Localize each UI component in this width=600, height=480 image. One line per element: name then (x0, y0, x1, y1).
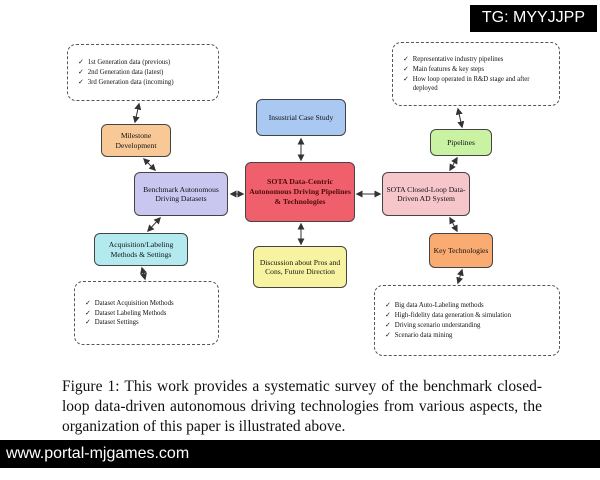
check-icon: ✓ (403, 55, 409, 63)
check-icon: ✓ (85, 309, 91, 317)
arrow-closedloop-keytech (449, 216, 458, 233)
list-item: ✓Main features & key steps (403, 65, 553, 75)
check-icon: ✓ (385, 312, 391, 320)
check-icon: ✓ (78, 78, 84, 86)
arrow-closedloop-pipelines (449, 156, 458, 172)
watermark-site-bar: www.portal-mjgames.com (0, 440, 600, 468)
list-item: ✓Scenario data mining (385, 331, 553, 341)
node-pipelines: Pipelines (430, 129, 492, 156)
check-icon: ✓ (385, 331, 391, 339)
node-milestone-development: Milestone Development (101, 124, 171, 157)
arrow-acquisition-checklist (140, 266, 147, 281)
check-icon: ✓ (78, 69, 84, 77)
list-item-label: High-fidelity data generation & simulati… (394, 312, 511, 320)
arrow-milestone-checklist (132, 102, 142, 124)
list-item: ✓2nd Generation data (latest) (78, 68, 212, 78)
list-item: ✓1st Generation data (previous) (78, 58, 212, 68)
node-center-sota-data-centric: SOTA Data-Centric Autonomous Driving Pip… (245, 162, 355, 222)
list-item: ✓High-fidelity data generation & simulat… (385, 311, 553, 321)
list-item: ✓Representative industry pipelines (403, 55, 553, 65)
list-item-label: 2nd Generation data (latest) (87, 69, 164, 77)
list-item-label: Dataset Acquisition Methods (94, 299, 174, 307)
arrow-keytech-checklist (456, 268, 464, 285)
watermark-tag: TG: MYYJJPP (469, 5, 597, 32)
list-item: ✓How loop operated in R&D stage and afte… (403, 75, 553, 95)
check-icon: ✓ (78, 59, 84, 67)
node-key-technologies: Key Technologies (429, 233, 493, 268)
check-icon: ✓ (403, 75, 409, 83)
check-icon: ✓ (85, 299, 91, 307)
list-item: ✓Big data Auto-Labeling methods (385, 301, 553, 311)
node-closed-loop-system: SOTA Closed-Loop Data-Driven AD System (382, 172, 470, 216)
list-item-label: Driving scenario understanding (394, 322, 481, 329)
checklist-pipelines: ✓Representative industry pipelines ✓Main… (392, 42, 560, 106)
check-icon: ✓ (85, 319, 91, 327)
list-item-label: 1st Generation data (previous) (87, 59, 171, 67)
watermark-site-label: www.portal-mjgames.com (6, 445, 190, 462)
list-item-label: Representative industry pipelines (412, 55, 504, 63)
list-item: ✓Dataset Labeling Methods (85, 309, 212, 319)
figure-caption: Figure 1: This work provides a systemati… (62, 378, 542, 435)
arrow-benchmark-milestone (143, 158, 156, 171)
list-item: ✓Driving scenario understanding (385, 321, 553, 331)
list-item-label: Main features & key steps (412, 65, 485, 73)
node-industrial-case-study: Insustrial Case Study (256, 99, 346, 136)
list-item-label: Scenario data mining (394, 331, 453, 339)
list-item: ✓3rd Generation data (incoming) (78, 78, 212, 88)
list-item: ✓Dataset Settings (85, 318, 212, 328)
node-discussion: Discussion about Pros and Cons, Future D… (253, 246, 347, 288)
check-icon: ✓ (385, 302, 391, 310)
check-icon: ✓ (403, 65, 409, 73)
list-item-label: Dataset Settings (94, 319, 139, 327)
node-acquisition-labeling: Acquisition/Labeling Methods & Settings (94, 233, 188, 266)
node-benchmark-datasets: Benchmark Autonomous Driving Datasets (134, 172, 228, 216)
arrow-pipelines-checklist (455, 107, 465, 129)
arrow-benchmark-acquisition (147, 216, 161, 233)
list-item-label: Big data Auto-Labeling methods (394, 302, 484, 310)
list-item-label: How loop operated in R&D stage and after… (412, 75, 530, 93)
list-item-label: Dataset Labeling Methods (94, 309, 167, 317)
list-item-label: 3rd Generation data (incoming) (87, 78, 174, 86)
checklist-dataset-methods: ✓Dataset Acquisition Methods ✓Dataset La… (74, 281, 219, 345)
check-icon: ✓ (385, 322, 391, 329)
checklist-generation-data: ✓1st Generation data (previous) ✓2nd Gen… (67, 44, 219, 101)
list-item: ✓Dataset Acquisition Methods (85, 299, 212, 309)
checklist-key-technologies: ✓Big data Auto-Labeling methods ✓High-fi… (374, 285, 560, 356)
